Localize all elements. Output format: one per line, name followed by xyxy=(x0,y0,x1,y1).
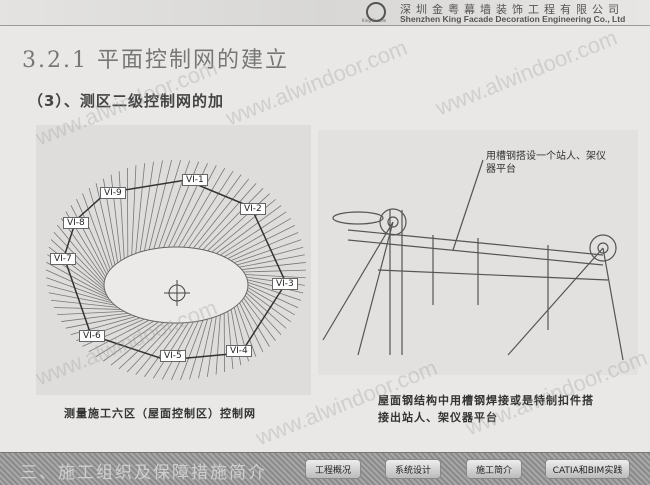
station-label: VI-6 xyxy=(79,330,105,342)
roof-rib xyxy=(88,319,150,353)
roof-rib xyxy=(45,269,109,299)
watermark: www.alwindoor.com xyxy=(432,24,621,121)
roof-rib xyxy=(82,193,111,270)
roof-rib xyxy=(46,277,111,301)
right-figure-caption: 屋面钢结构中用槽钢焊接或是特制扣件搭接出站人、架仪器平台 xyxy=(378,394,594,424)
roof-rib xyxy=(144,322,184,377)
section-subtitle: （3）、测区二级控制网的加 xyxy=(28,92,224,110)
roof-rib xyxy=(153,159,182,249)
station-label: VI-3 xyxy=(272,278,298,290)
roof-rib xyxy=(247,287,295,316)
roof-rib xyxy=(135,322,179,375)
footer-section-title: 三、施工组织及保障措施简介 xyxy=(20,463,267,483)
roof-rib xyxy=(231,232,299,261)
roof-rib xyxy=(180,320,204,381)
roof-rib xyxy=(76,199,109,273)
roof-rib xyxy=(239,302,264,352)
roof-rib xyxy=(135,163,146,254)
roof-rib xyxy=(95,183,116,265)
roof-rib xyxy=(53,232,105,286)
roof-rib xyxy=(246,292,287,329)
roof-rib xyxy=(236,246,304,266)
station-label: VI-7 xyxy=(50,253,76,265)
platform-drawing xyxy=(318,130,638,375)
roof-rib xyxy=(220,211,287,256)
nav-system-design[interactable]: 系统设计 xyxy=(385,459,441,479)
roof-rib xyxy=(234,239,302,264)
roof-rib xyxy=(227,224,295,259)
station-label: VI-5 xyxy=(160,350,186,362)
roof-rib xyxy=(56,224,105,283)
roof-rib xyxy=(247,289,291,323)
roof-rib xyxy=(148,159,172,250)
company-logo xyxy=(366,2,386,22)
station-label: VI-8 xyxy=(63,217,89,229)
header: King Facade 深圳金粤幕墙装饰工程有限公司 Shenzhen King… xyxy=(0,0,650,26)
roof-rib xyxy=(236,304,257,357)
roof-rib xyxy=(188,174,242,248)
roof-rib xyxy=(88,188,113,268)
control-network-figure xyxy=(36,125,316,409)
roof-rib xyxy=(183,170,234,248)
roof-rib xyxy=(173,165,217,248)
roof-rib xyxy=(243,269,307,273)
roof-rib xyxy=(216,205,282,254)
roof-rib xyxy=(247,281,302,301)
roof-rib xyxy=(241,262,306,270)
roof-rib xyxy=(110,322,164,366)
roof-rib xyxy=(102,321,159,362)
roof-rib xyxy=(95,320,154,357)
roof-rib xyxy=(241,300,270,347)
roof-rib xyxy=(61,312,128,322)
station-label: VI-2 xyxy=(240,203,266,215)
station-label: VI-9 xyxy=(100,187,126,199)
roof-rib xyxy=(139,161,154,253)
roof-rib xyxy=(50,299,118,308)
roof-rib xyxy=(65,314,132,329)
roof-rib xyxy=(47,284,113,304)
roof-rib xyxy=(189,319,208,380)
roof-rib xyxy=(245,274,306,279)
roof-rib xyxy=(70,205,108,275)
roof-rib xyxy=(206,316,217,377)
nav-project-overview[interactable]: 工程概况 xyxy=(305,459,361,479)
roof-rib xyxy=(243,297,276,342)
roof-rib xyxy=(53,307,121,310)
station-label: VI-4 xyxy=(226,345,252,357)
platform-note: 用槽钢搭设一个站人、架仪器平台 xyxy=(486,151,606,175)
roof-rib xyxy=(193,178,250,249)
roof-rib xyxy=(227,311,234,369)
station-label: VI-1 xyxy=(182,174,208,186)
roof-rib xyxy=(57,310,125,316)
roof-rib xyxy=(118,171,125,259)
roof-rib xyxy=(144,160,163,251)
roof-rib xyxy=(178,167,226,248)
roof-rib xyxy=(126,322,174,373)
roof-rib xyxy=(197,183,257,250)
roof-rib xyxy=(118,322,169,370)
nav-construction-intro[interactable]: 施工简介 xyxy=(466,459,522,479)
nav-catia-bim[interactable]: CATIA和BIM实践 xyxy=(545,459,630,479)
roof-rib xyxy=(244,295,282,336)
roof-rib xyxy=(202,188,264,251)
roof-rib xyxy=(131,165,137,256)
roof-rib xyxy=(215,314,221,375)
logo-text: King Facade xyxy=(362,18,387,23)
roof-rib xyxy=(50,239,105,288)
roof-rib xyxy=(223,218,292,258)
roof-rib xyxy=(239,254,305,268)
roof-rib xyxy=(48,292,116,306)
left-figure-caption: 测量施工六区（屋面控制区）控制网 xyxy=(64,407,256,420)
roof-rib xyxy=(247,284,299,309)
roof-rib xyxy=(198,317,213,379)
page-title: 3.2.1 平面控制网的建立 xyxy=(22,48,289,73)
company-name-cn: 深圳金粤幕墙装饰工程有限公司 xyxy=(400,3,624,16)
company-name-en: Shenzhen King Facade Decoration Engineer… xyxy=(400,14,626,24)
roof-rib xyxy=(46,261,107,296)
footer-nav-bar: 三、施工组织及保障措施简介 工程概况 系统设计 施工简介 CATIA和BIM实践 xyxy=(0,452,650,485)
stadium-roof-drawing xyxy=(36,125,311,395)
